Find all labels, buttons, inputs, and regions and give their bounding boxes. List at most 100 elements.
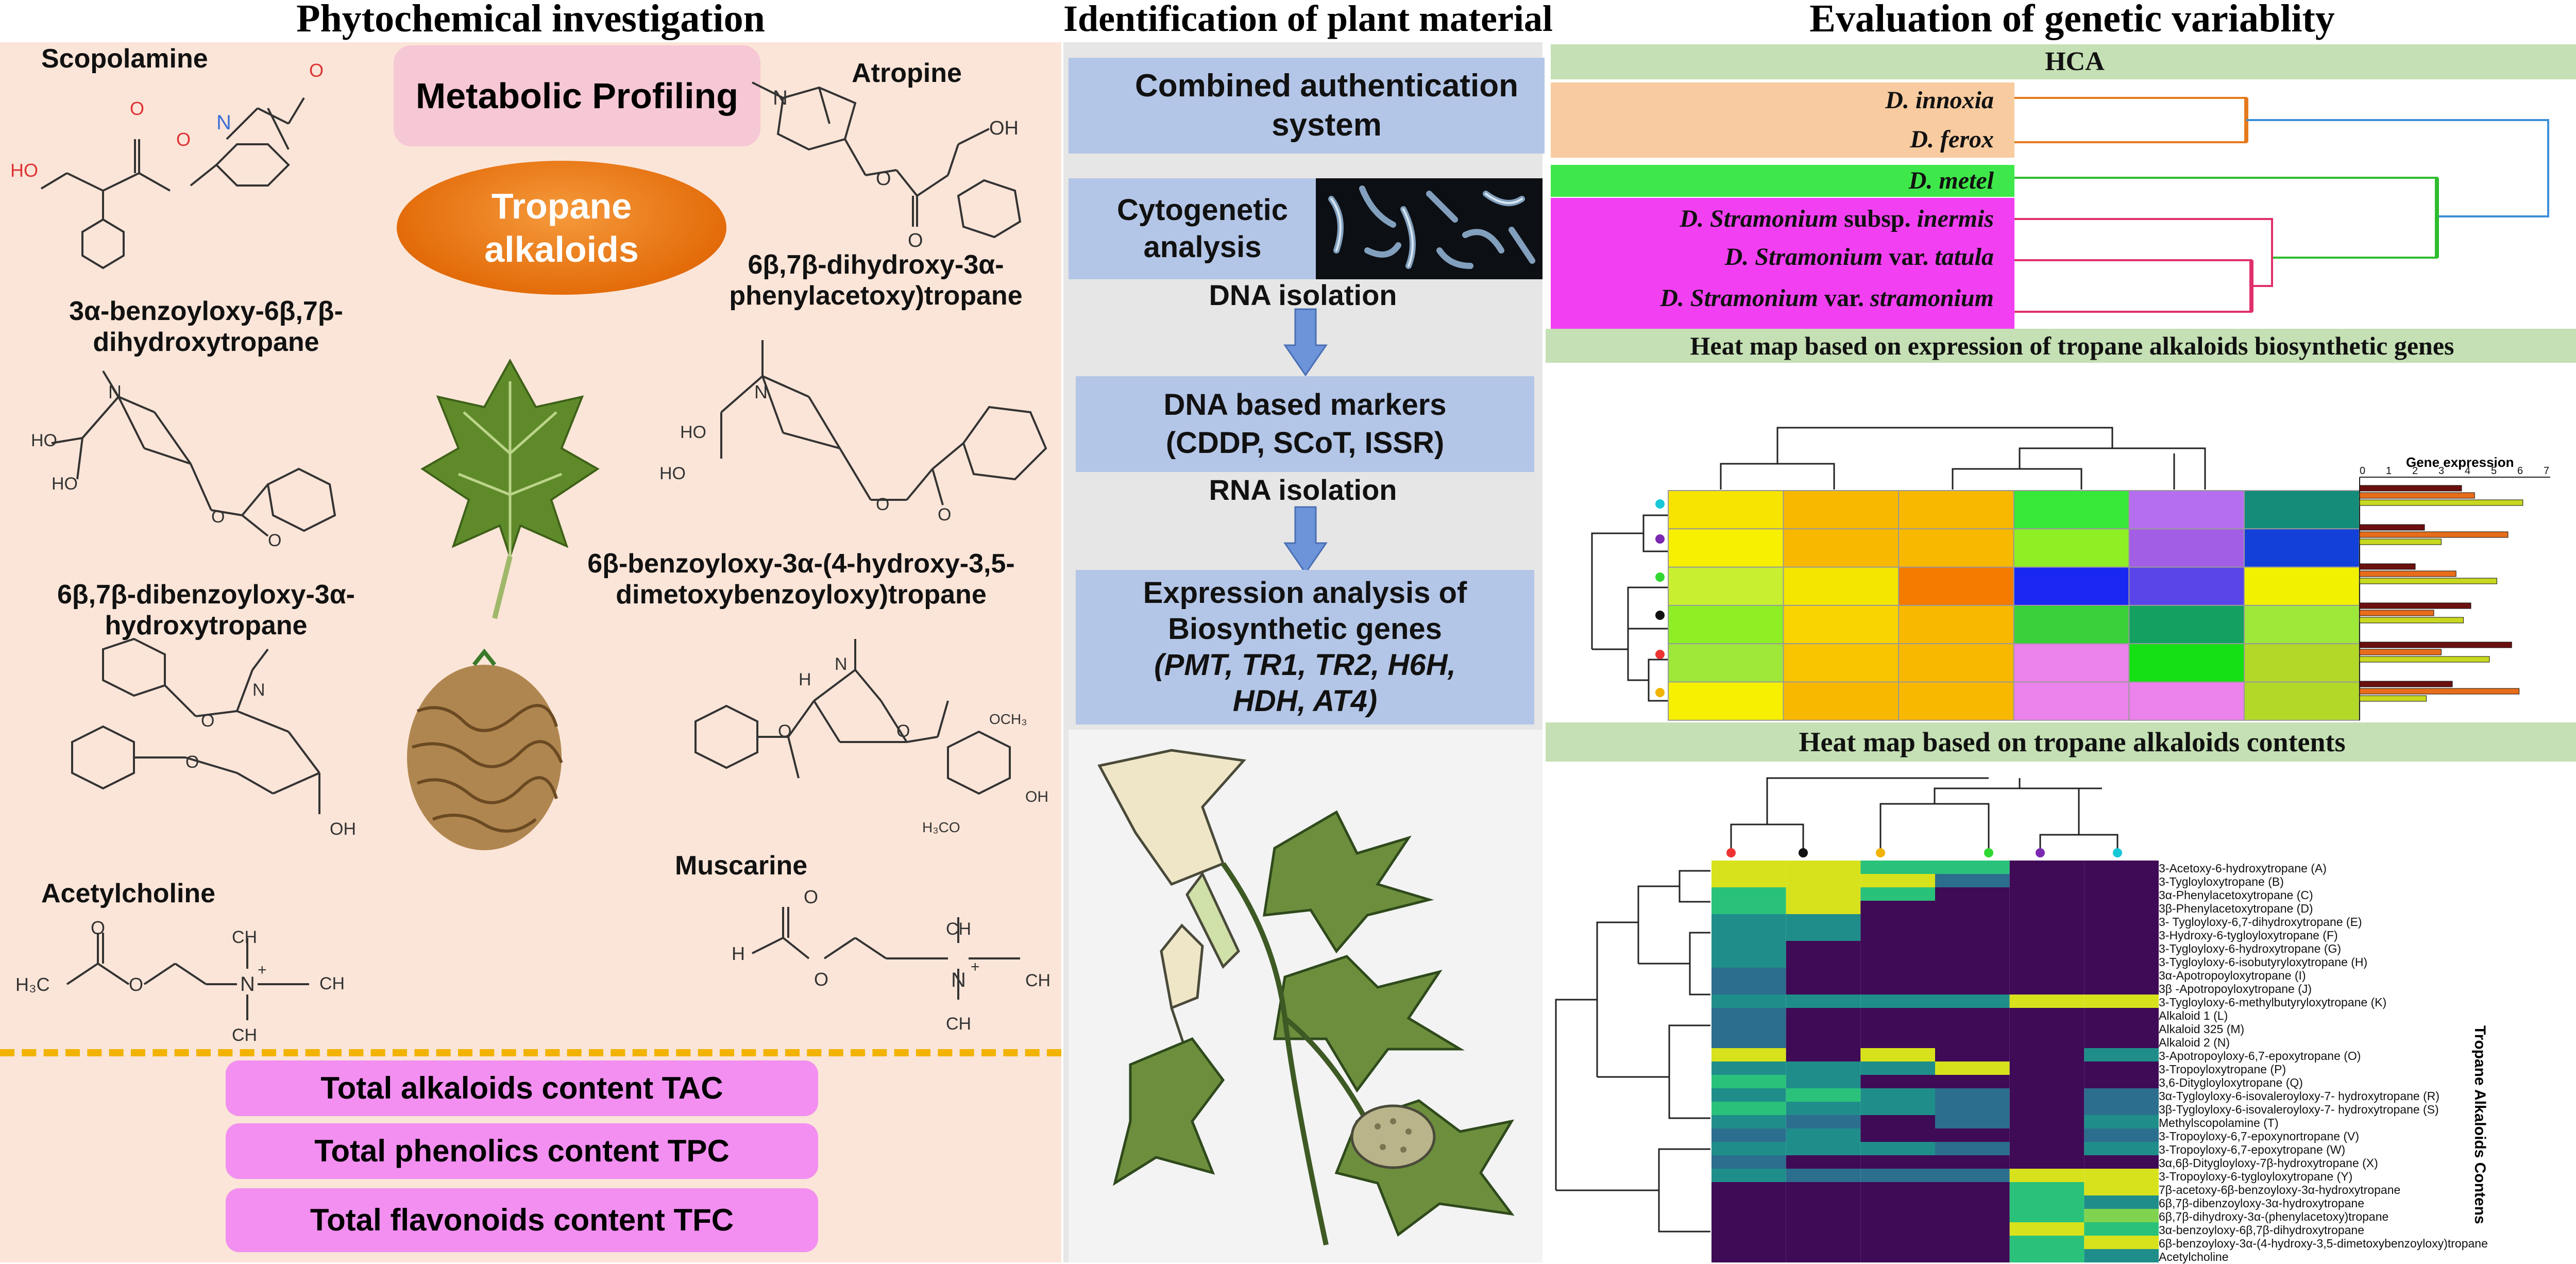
heatmap1-cell xyxy=(2128,490,2245,530)
heatmap2-cell xyxy=(1935,1222,2010,1236)
heatmap2-cell xyxy=(1935,954,2010,968)
heatmap2-cell xyxy=(1935,928,2010,941)
heatmap2-cell xyxy=(1711,1222,1786,1236)
heatmap2-cell xyxy=(1860,941,1935,954)
title-phytochemical: Phytochemical investigation xyxy=(296,0,765,40)
phenylacetoxy-n: N xyxy=(754,381,768,402)
dna-isolation-label: DNA isolation xyxy=(1209,279,1397,311)
heatmap1-cell xyxy=(2244,566,2360,606)
heatmap2-cell xyxy=(1935,1195,2010,1209)
heatmap2-cell xyxy=(1711,995,1786,1008)
heatmap2-cell xyxy=(1711,887,1786,901)
heatmap2-cell xyxy=(1786,1236,1861,1249)
heatmap2-cell xyxy=(1786,1088,1861,1102)
heatmap1-cell xyxy=(2244,604,2360,645)
acetylcholine-ch3-right: CH xyxy=(319,974,345,993)
heatmap2-cell xyxy=(1711,968,1786,981)
heatmap1-cell xyxy=(2013,528,2130,568)
heatmap2-cell xyxy=(1711,941,1786,954)
compound-row-label: 3β -Apotropoyloxytropane (J) xyxy=(2159,982,2312,996)
heatmap2-cell xyxy=(2009,1035,2084,1048)
heatmap2-cell xyxy=(1935,874,2010,887)
heatmap2-cell xyxy=(1935,1102,2010,1115)
heatmap1-cell xyxy=(2013,604,2130,645)
heatmap2-cell xyxy=(1786,954,1861,968)
heatmap1-cell xyxy=(2244,528,2360,568)
dimetoxy-n: N xyxy=(835,654,848,674)
heatmap1-cell xyxy=(1898,604,2014,645)
compound-benzoyloxy-dimetoxy: 6β-benzoyloxy-3α-(4-hydroxy-3,5-dimetoxy… xyxy=(587,549,1015,610)
dna-markers-box: DNA based markers (CDDP, SCoT, ISSR) xyxy=(1076,376,1534,472)
scopolamine-o: O xyxy=(176,129,191,150)
dot-black-icon xyxy=(1799,848,1808,857)
heatmap2-cell xyxy=(2009,1021,2084,1035)
heatmap2-cell xyxy=(1860,901,1935,914)
heatmap2-cell xyxy=(2009,1222,2084,1236)
gene-expression-bar xyxy=(2359,492,2475,499)
heatmap2-cell xyxy=(2009,1169,2084,1182)
muscarine-o2: O xyxy=(814,969,829,990)
scopolamine-epoxide-o: O xyxy=(309,60,324,81)
muscarine-n: N xyxy=(951,969,966,991)
gene-expression-bar xyxy=(2359,688,2520,695)
gene-expression-bar xyxy=(2359,617,2464,623)
heatmap2-cell xyxy=(1935,1088,2010,1102)
heatmap2-cell xyxy=(1711,981,1786,995)
heatmap2-cell xyxy=(2009,1075,2084,1088)
heatmap2-cell xyxy=(1935,1075,2010,1088)
compound-row-label: 3α-Apotropoyloxytropane (I) xyxy=(2159,969,2306,982)
atropine-o2: O xyxy=(908,230,923,251)
compound-row-label: Acetylcholine xyxy=(2159,1250,2229,1263)
dot-black-icon xyxy=(1655,611,1665,620)
heatmap2-cell xyxy=(1860,1035,1935,1048)
heatmap2-cell xyxy=(1786,1102,1861,1115)
muscarine-ch3-right: CH xyxy=(1025,971,1051,990)
heatmap2-cell xyxy=(1711,954,1786,968)
gene-expression-bar xyxy=(2359,610,2434,616)
heatmap2-cell xyxy=(1935,1061,2010,1075)
hca-dendrogram xyxy=(2014,97,2549,313)
compound-dihydroxy-phenylacetoxy: 6β,7β-dihydroxy-3α-phenylacetoxy)tropane xyxy=(729,250,1023,311)
dot-cyan-icon xyxy=(2113,848,2122,857)
heatmap2-cell xyxy=(2084,874,2159,887)
total-flavonoids-box: Total flavonoids content TFC xyxy=(226,1188,818,1252)
dot-green-icon xyxy=(1655,572,1665,582)
heatmap1-dendrogram-left xyxy=(1591,514,1669,702)
gene-expression-bar xyxy=(2359,485,2462,492)
heatmap2-cell xyxy=(2084,1195,2159,1209)
heatmap2-cell xyxy=(1860,1249,1935,1262)
heatmap2-cell xyxy=(2084,941,2159,954)
heatmap2-cell xyxy=(1860,874,1935,887)
species-metel: D. metel xyxy=(1908,167,1994,194)
heatmap2-cell xyxy=(1786,941,1861,954)
root-image xyxy=(407,648,563,850)
heatmap2-cell xyxy=(1786,1128,1861,1142)
heatmap2-cell xyxy=(1935,995,2010,1008)
gene-axis-tick: 5 xyxy=(2491,465,2497,477)
atropine-n: N xyxy=(773,87,788,109)
muscarine-o: O xyxy=(804,886,819,907)
compound-row-label: 3α-Phenylacetoxytropane (C) xyxy=(2159,888,2313,902)
heatmap1-row-dots xyxy=(1655,499,1665,697)
heatmap2-cell xyxy=(1711,1115,1786,1128)
heatmap1-cell xyxy=(2244,681,2360,721)
heatmap2-cell xyxy=(1786,1075,1861,1088)
heatmap2-cell xyxy=(2084,1115,2159,1128)
heatmap2-cell xyxy=(2009,1182,2084,1195)
heatmap2-cell xyxy=(1711,1075,1786,1088)
scopolamine-n: N xyxy=(216,111,231,134)
heatmap2-cell xyxy=(1935,861,2010,874)
heatmap2-cell xyxy=(1711,1088,1786,1102)
compound-row-label: 6β,7β-dibenzoyloxy-3α-hydroxytropane xyxy=(2159,1196,2365,1210)
heatmap2-cell xyxy=(1935,968,2010,981)
heatmap2-cell xyxy=(2009,941,2084,954)
heatmap2-title-bar: Heat map based on tropane alkaloids cont… xyxy=(1546,722,2576,762)
heatmap2-cell xyxy=(1711,901,1786,914)
heatmap1-cell xyxy=(1668,490,1784,530)
heatmap2-cell xyxy=(2009,981,2084,995)
heatmap2-cell xyxy=(2084,1169,2159,1182)
heatmap2-cell xyxy=(1786,928,1861,941)
heatmap2-cell xyxy=(1860,1236,1935,1249)
heatmap2-cell xyxy=(1860,1061,1935,1075)
